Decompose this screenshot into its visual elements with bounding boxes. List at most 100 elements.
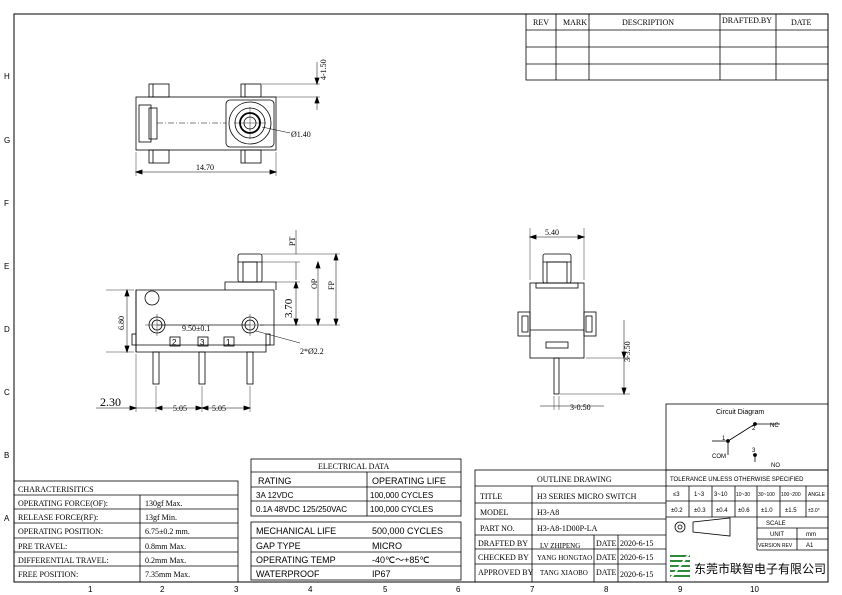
column-labels: 1 2 3 4 5 6 7 8 9 10	[88, 585, 759, 594]
drafted-date: 2020-6-15	[620, 539, 653, 548]
op-dim: 3.70	[283, 298, 295, 318]
col-label: 8	[604, 585, 609, 594]
drafted-date-label: DATE	[596, 539, 617, 548]
circuit-pin1: 1	[722, 436, 726, 442]
mark-header: MARK	[563, 18, 587, 27]
version-label: VERSION REV	[758, 543, 793, 549]
part-label: PART NO.	[480, 524, 515, 533]
hole-pitch-dim: 9.50±0.1	[182, 324, 210, 333]
side-view: 5.40 3-3.50 3-0.50	[517, 228, 632, 412]
drafted-by-header: DRAFTED.BY	[722, 16, 772, 25]
col-label: 4	[308, 585, 313, 594]
char-value: 0.2mm Max.	[145, 556, 186, 565]
hole-dia-dim: Ø1.40	[291, 130, 311, 139]
char-label: OPERATING FORCE(OF):	[18, 499, 108, 508]
char-value: 7.35mm Max.	[145, 570, 190, 579]
circuit-title: Circuit Diagram	[716, 409, 764, 416]
tol-range: 100~200	[781, 492, 801, 498]
elec-life: 100,000 CYCLES	[370, 491, 433, 500]
char-label: RELEASE FORCE(RF):	[18, 513, 98, 522]
checked-label: CHECKED BY	[478, 553, 529, 562]
char-value: 6.75±0.2 mm.	[145, 527, 190, 536]
spec-value: IP67	[372, 569, 391, 579]
side-pin-width-dim: 3-0.50	[570, 403, 591, 412]
approved-value: TANG XIAOBO	[540, 569, 588, 577]
col-label: 7	[530, 585, 535, 594]
side-width-dim: 5.40	[545, 228, 559, 237]
circuit-diagram: Circuit Diagram NC 2 1 COM 3 NO	[665, 403, 829, 471]
projection-symbol-icon	[674, 517, 731, 537]
char-value: 130gf Max.	[145, 499, 182, 508]
tol-range: 30~100	[758, 492, 775, 498]
checked-value: YANG HONGTAO	[537, 554, 592, 562]
tol-value: ±3.0°	[808, 508, 820, 514]
description-header: DESCRIPTION	[622, 18, 674, 27]
col-label: 9	[678, 585, 683, 594]
unit-label: UNIT	[770, 532, 784, 538]
col-label: 2	[160, 585, 165, 594]
rev-header: REV	[533, 18, 549, 27]
tol-value: ±0.6	[738, 508, 750, 514]
spec-label: GAP TYPE	[256, 541, 301, 551]
col-label: 5	[383, 585, 388, 594]
elec-title: ELECTRICAL DATA	[318, 462, 390, 471]
part-value: H3-A8-1D00P-LA	[537, 524, 598, 533]
model-value: H3-A8	[537, 508, 559, 517]
tolerance-heading: TOLERANCE UNLESS OTHERWISE SPECIFIED	[670, 477, 804, 483]
elec-rating: 3A 12VDC	[256, 491, 294, 500]
tol-value: ±0.3	[694, 508, 706, 514]
tol-value: ±0.4	[716, 508, 728, 514]
tol-range: 3~10	[714, 492, 728, 498]
circuit-no: NO	[771, 463, 780, 469]
spec-label: OPERATING TEMP	[256, 555, 336, 565]
top-width-dim: 14.70	[196, 163, 214, 172]
front-view: 2 3 1 6.80 9.50±0.1 2*Ø2.2 3.70	[96, 230, 340, 413]
elec-rating-header: RATING	[258, 476, 291, 486]
row-label: H	[4, 72, 10, 81]
char-label: OPERATING POSITION:	[18, 527, 103, 536]
company-name: 东莞市联智电子有限公司	[694, 561, 826, 576]
date-header: DATE	[791, 18, 812, 27]
top-view: 14.70 4-1.50 Ø1.40	[134, 59, 328, 176]
tol-range: ANGLE	[808, 492, 826, 498]
checked-date-label: DATE	[596, 553, 617, 562]
circuit-com: COM	[712, 454, 726, 460]
spec-label: WATERPROOF	[256, 569, 320, 579]
checked-date: 2020-6-15	[620, 553, 653, 562]
circuit-nc: NC	[770, 423, 779, 429]
char-label: DIFFERENTIAL TRAVEL:	[18, 556, 109, 565]
col-label: 10	[750, 585, 759, 594]
drafted-value: LV ZHIPENG	[540, 542, 580, 550]
circuit-pin3: 3	[752, 448, 756, 454]
col-label: 3	[234, 585, 239, 594]
version-value: A1	[806, 543, 814, 549]
row-label: B	[4, 451, 9, 460]
elec-life-header: OPERATING LIFE	[372, 476, 446, 486]
left-offset-dim: 2.30	[100, 395, 121, 409]
row-label: F	[4, 199, 9, 208]
revision-table: REV MARK DESCRIPTION DRAFTED.BY DATE	[525, 13, 829, 81]
terminal-label: 1	[226, 338, 231, 347]
char-value: 13gf Min.	[145, 513, 177, 522]
row-label: A	[4, 514, 10, 523]
approved-date: 2020-6-15	[620, 570, 653, 579]
circuit-pin2: 2	[752, 426, 756, 432]
approved-label: APPROVED BY	[478, 568, 534, 577]
fp-label: FP	[327, 281, 336, 290]
row-label: E	[4, 262, 9, 271]
tol-value: ±1.0	[761, 508, 773, 514]
company-logo-icon	[670, 553, 690, 579]
row-label: G	[4, 136, 10, 145]
char-title: CHARACTERISITICS	[18, 485, 94, 494]
tol-range: 1~3	[694, 492, 705, 498]
row-labels: H G F E D C B A	[4, 72, 10, 523]
row-label: D	[4, 325, 10, 334]
spec-value: 500,000 CYCLES	[372, 526, 443, 536]
front-height-dim: 6.80	[117, 316, 126, 330]
title-block: OUTLINE DRAWING TITLE H3 SERIES MICRO SW…	[474, 469, 829, 583]
char-label: FREE POSITION:	[18, 570, 78, 579]
terminal-label: 2	[172, 338, 177, 347]
approved-date-label: DATE	[596, 568, 617, 577]
unit-value: mm	[806, 532, 816, 538]
